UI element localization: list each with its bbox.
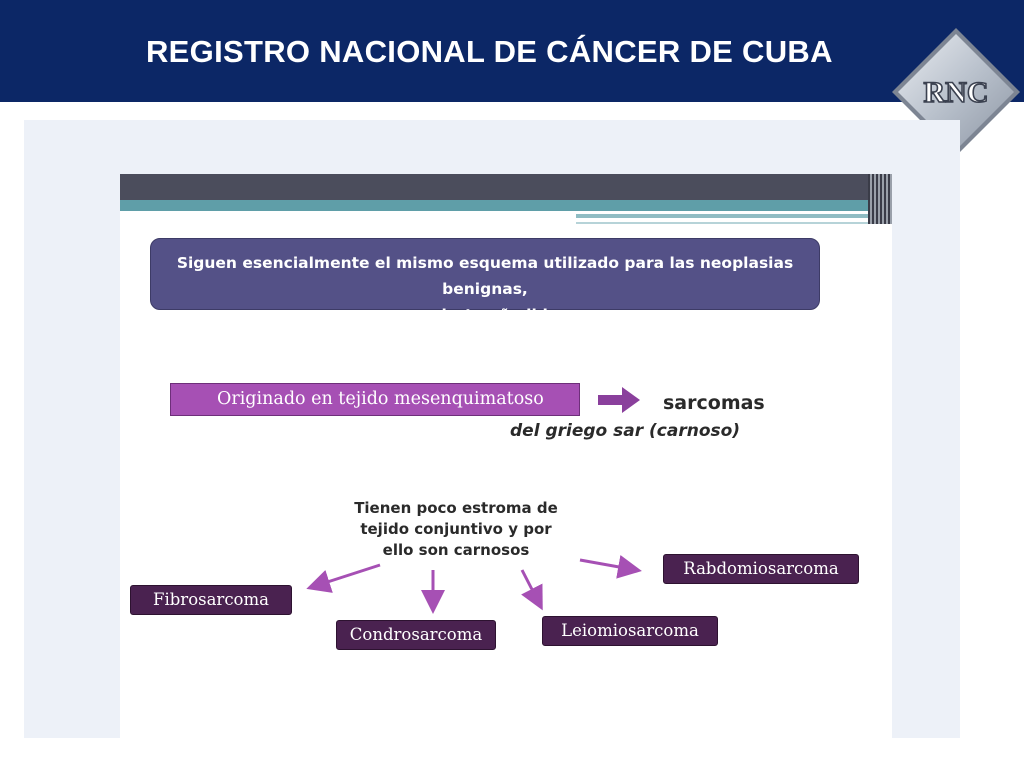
- slide-stripes: [868, 174, 892, 224]
- slide-accent-bar: [120, 200, 892, 211]
- origin-box: Originado en tejido mesenquimatoso: [170, 383, 580, 416]
- leiomiosarcoma-box: Leiomiosarcoma: [542, 616, 718, 646]
- intro-line: Siguen esencialmente el mismo esquema ut…: [176, 254, 794, 298]
- right-arrow-icon: [598, 387, 640, 413]
- sarcomas-term: sarcomas: [663, 392, 765, 414]
- intro-box: Siguen esencialmente el mismo esquema ut…: [150, 238, 820, 324]
- slide-accent-line: [576, 214, 892, 218]
- slide-accent-line: [576, 222, 892, 224]
- intro-line: con cierto añadidos:: [396, 306, 574, 324]
- condrosarcoma-box: Condrosarcoma: [336, 620, 496, 650]
- slide-top-bar: [120, 174, 892, 200]
- etymology-note: del griego sar (carnoso): [510, 421, 741, 441]
- stroma-note: Tienen poco estroma de tejido conjuntivo…: [350, 498, 562, 561]
- page-title: REGISTRO NACIONAL DE CÁNCER DE CUBA: [146, 34, 833, 69]
- rabdomiosarcoma-box: Rabdomiosarcoma: [663, 554, 859, 584]
- stroma-note-line: ello son carnosos: [382, 541, 530, 559]
- fibrosarcoma-box: Fibrosarcoma: [130, 585, 292, 615]
- stroma-note-line: tejido conjuntivo y por: [360, 520, 552, 538]
- logo-text: RNC: [924, 76, 989, 109]
- header-bar: REGISTRO NACIONAL DE CÁNCER DE CUBA: [0, 0, 1024, 102]
- stroma-note-line: Tienen poco estroma de: [354, 499, 558, 517]
